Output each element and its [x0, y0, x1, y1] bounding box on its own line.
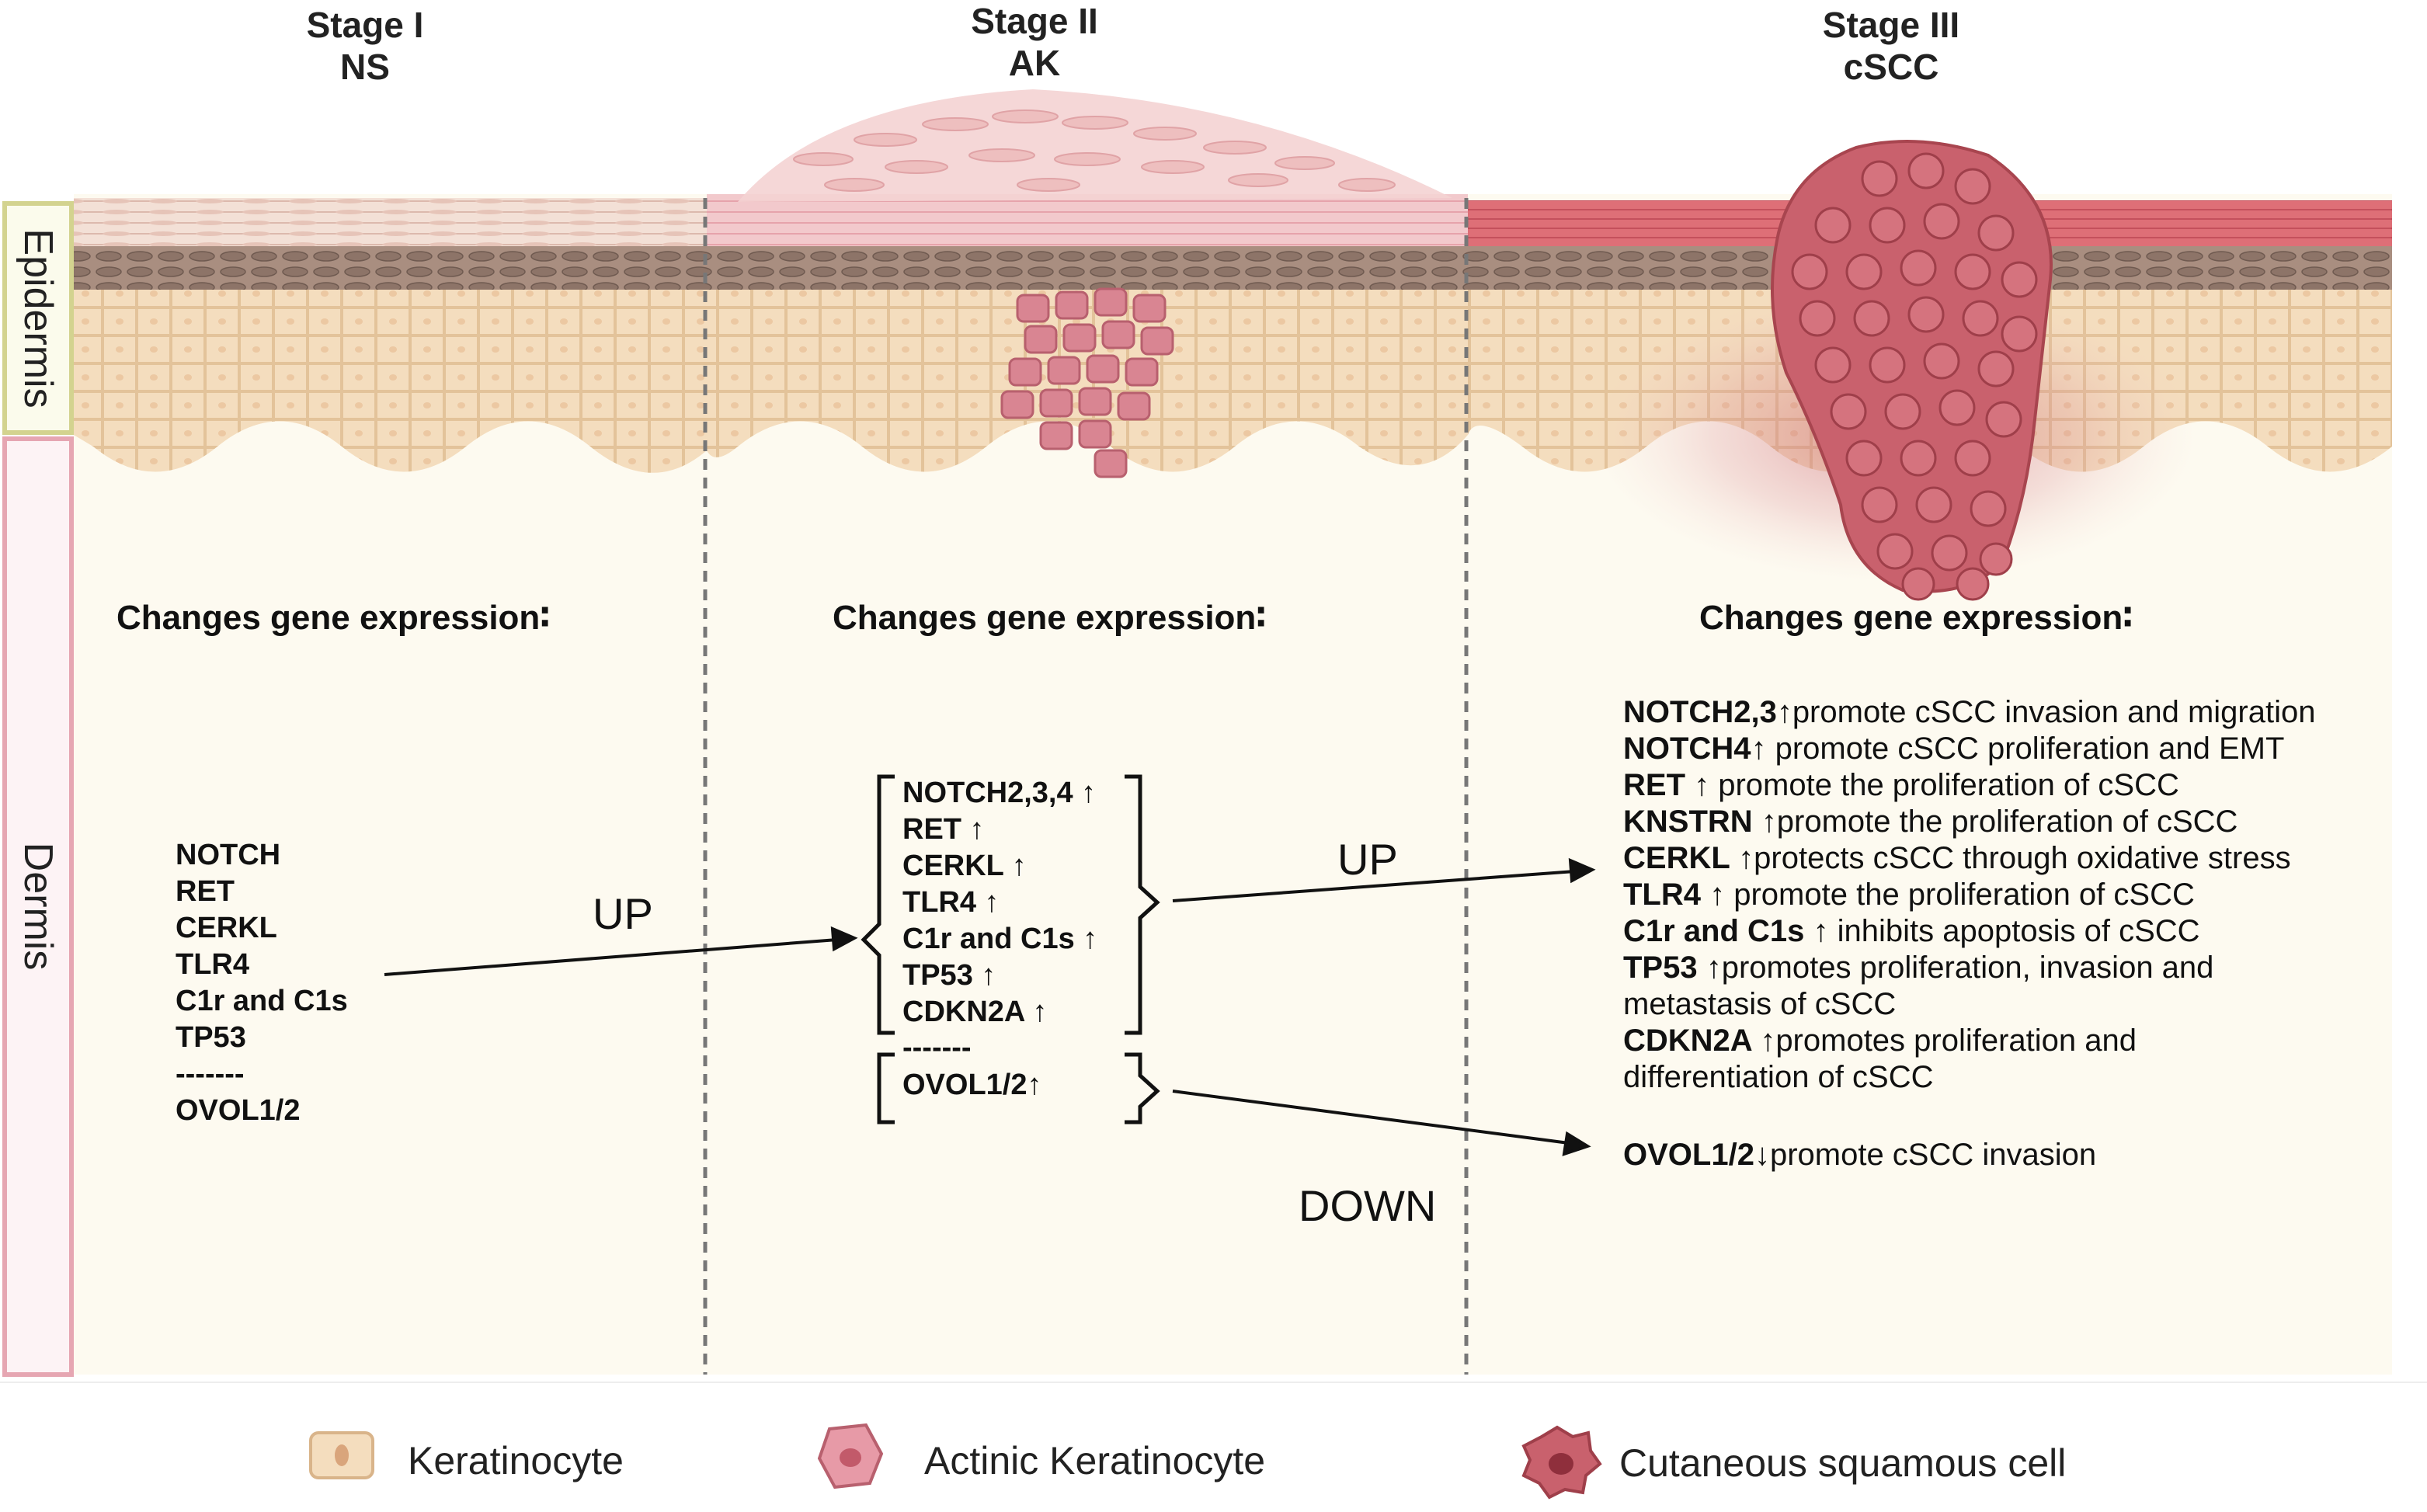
- stage2-up-bracket: [861, 774, 1160, 1035]
- effect-text: metastasis of cSCC: [1623, 987, 1897, 1021]
- effect-item: CDKN2A ↑promotes proliferation and: [1623, 1023, 2315, 1059]
- gene-item: RET: [176, 875, 235, 908]
- keratinocyte-icon: [309, 1431, 374, 1479]
- stage2-down-bracket: [877, 1052, 1160, 1124]
- effect-gene: RET ↑: [1623, 768, 1710, 802]
- stage2-name: Stage II: [971, 1, 1098, 41]
- epidermis-label: Epidermis: [16, 228, 61, 408]
- gene-item: NOTCH: [176, 839, 281, 871]
- stratum-corneum-ak: [707, 194, 1468, 246]
- stage3-down-effect: OVOL1/2↓promote cSCC invasion: [1623, 1137, 2096, 1173]
- stage2-heading: Changes gene expression∶: [833, 599, 1267, 637]
- stage2-down-gene: OVOL1/2↑: [902, 1069, 1042, 1101]
- gene-item: C1r and C1s: [176, 985, 348, 1017]
- effect-gene: CDKN2A ↑: [1623, 1024, 1776, 1058]
- arrows: [384, 857, 1596, 1156]
- stage3-effect-list: NOTCH2,3↑promote cSCC invasion and migra…: [1623, 694, 2315, 1096]
- legend-actinic-keratinocyte-label: Actinic Keratinocyte: [924, 1439, 1266, 1482]
- stage3-heading: Changes gene expression∶: [1699, 599, 2133, 637]
- effect-item: metastasis of cSCC: [1623, 986, 2315, 1023]
- stage1-name: Stage I: [306, 5, 424, 45]
- effect-item: CERKL ↑protects cSCC through oxidative s…: [1623, 840, 2315, 877]
- effect-gene: NOTCH2,3↑: [1623, 695, 1792, 729]
- gene-separator: -------: [176, 1058, 245, 1090]
- effect-gene: TLR4 ↑: [1623, 878, 1726, 912]
- stage2-up-gene-list: NOTCH2,3,4 ↑ RET ↑ CERKL ↑ TLR4 ↑ C1r an…: [902, 775, 1097, 1031]
- stage3-abbrev: cSCC: [1843, 47, 1939, 87]
- effect-text: promote the proliferation of cSCC: [1709, 768, 2179, 802]
- effect-gene: TP53 ↑: [1623, 951, 1722, 985]
- stage2-title: Stage II AK: [879, 0, 1190, 84]
- gene-item: C1r and C1s ↑: [902, 923, 1098, 955]
- gene-item: CDKN2A ↑: [902, 996, 1048, 1028]
- legend-keratinocyte-label: Keratinocyte: [408, 1439, 624, 1482]
- gene-item: TP53 ↑: [902, 959, 996, 992]
- gene-item: CERKL: [176, 912, 277, 944]
- stage3-name: Stage III: [1822, 5, 1960, 45]
- effect-text: promote cSCC proliferation and EMT: [1766, 732, 2285, 766]
- effect-text: promote the proliferation of cSCC: [1725, 878, 2195, 912]
- gene-item: OVOL1/2: [176, 1094, 301, 1127]
- actinic-keratinocyte-cluster: [1000, 287, 1174, 478]
- gene-item: CERKL ↑: [902, 850, 1027, 882]
- gene-item: NOTCH2,3,4 ↑: [902, 777, 1097, 809]
- stratum-corneum-normal: [74, 198, 707, 246]
- effect-text: promotes proliferation and: [1775, 1024, 2137, 1058]
- stage2-abbrev: AK: [1008, 43, 1061, 83]
- stage1-heading: Changes gene expression∶: [116, 599, 551, 637]
- effect-item: differentiation of cSCC: [1623, 1059, 2315, 1096]
- dermis-label-box: [2, 436, 74, 1377]
- effect-gene: CERKL ↑: [1623, 841, 1754, 875]
- effect-item: C1r and C1s ↑ inhibits apoptosis of cSCC: [1623, 913, 2315, 950]
- gene-item: TLR4: [176, 948, 249, 981]
- dermis-label: Dermis: [16, 842, 61, 971]
- arrow-label-up-1: UP: [593, 889, 653, 938]
- legend-cutaneous-squamous-cell-label: Cutaneous squamous cell: [1619, 1441, 2067, 1485]
- epidermis-label-box: [2, 201, 74, 435]
- stage3-title: Stage III cSCC: [1736, 4, 2046, 88]
- effect-text: promotes proliferation, invasion and: [1721, 951, 2214, 985]
- effect-item: NOTCH4↑ promote cSCC proliferation and E…: [1623, 731, 2315, 767]
- stage1-abbrev: NS: [340, 47, 390, 87]
- effect-gene: OVOL1/2↓: [1623, 1138, 1770, 1172]
- stage1-gene-list: NOTCH RET CERKL TLR4 C1r and C1s TP53 --…: [176, 837, 348, 1129]
- gene-item: RET ↑: [902, 813, 985, 846]
- effect-item: TP53 ↑promotes proliferation, invasion a…: [1623, 950, 2315, 986]
- cscc-tumor-cells: [1791, 152, 2038, 601]
- arrow-label-down: DOWN: [1299, 1181, 1437, 1230]
- arrow-down-stage2-to-stage3: [1172, 1090, 1570, 1145]
- effect-text: differentiation of cSCC: [1623, 1060, 1934, 1094]
- cutaneous-squamous-cell-icon: [1521, 1425, 1602, 1500]
- effect-text: promote cSCC invasion and migration: [1792, 695, 2316, 729]
- actinic-keratinocyte-icon: [817, 1423, 884, 1489]
- ak-scale-flakes: [793, 109, 1396, 192]
- arrow-label-up-2: UP: [1337, 835, 1398, 884]
- gene-item: TLR4 ↑: [902, 886, 1000, 919]
- arrow-up-stage1-to-stage2: [384, 938, 838, 976]
- effect-item: RET ↑ promote the proliferation of cSCC: [1623, 767, 2315, 804]
- effect-text: inhibits apoptosis of cSCC: [1828, 914, 2200, 948]
- arrow-up-stage2-to-stage3: [1172, 870, 1576, 902]
- effect-item: NOTCH2,3↑promote cSCC invasion and migra…: [1623, 694, 2315, 731]
- effect-item: TLR4 ↑ promote the proliferation of cSCC: [1623, 877, 2315, 913]
- effect-gene: C1r and C1s ↑: [1623, 914, 1829, 948]
- effect-text: promote cSCC invasion: [1769, 1138, 2097, 1172]
- stage2-separator: -------: [902, 1031, 972, 1064]
- effect-gene: KNSTRN ↑: [1623, 805, 1777, 839]
- effect-gene: NOTCH4↑: [1623, 732, 1767, 766]
- effect-item: KNSTRN ↑promote the proliferation of cSC…: [1623, 804, 2315, 840]
- effect-text: protects cSCC through oxidative stress: [1754, 841, 2291, 875]
- gene-item: TP53: [176, 1021, 246, 1054]
- effect-text: promote the proliferation of cSCC: [1776, 805, 2238, 839]
- stage1-title: Stage I NS: [210, 4, 520, 88]
